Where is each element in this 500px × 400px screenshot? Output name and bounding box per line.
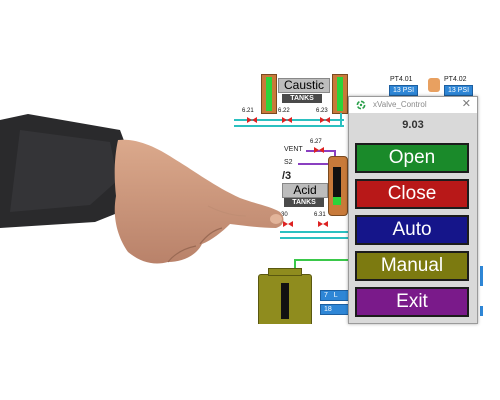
valve-6-31[interactable] bbox=[318, 220, 328, 228]
pipe bbox=[280, 231, 350, 233]
valve-6-21[interactable] bbox=[247, 116, 257, 124]
close-button-label: Close bbox=[387, 183, 437, 204]
vent-label: VENT bbox=[284, 146, 303, 153]
valve-tag: 6.22 bbox=[278, 108, 290, 114]
pt402-value: 13 PSI bbox=[444, 85, 474, 96]
exit-button-label: Exit bbox=[396, 291, 428, 312]
valve-6-23[interactable] bbox=[320, 116, 330, 124]
valve-tag: 6.31 bbox=[314, 212, 326, 218]
pt401-value: 13 PSI bbox=[389, 85, 419, 96]
valve-tag: 6.27 bbox=[310, 139, 322, 145]
caustic-column-left bbox=[261, 74, 277, 114]
valve-control-window: xValve_Control ✕ 9.03 Open Close Auto Ma… bbox=[348, 96, 478, 324]
valve-tag: 6.23 bbox=[316, 108, 328, 114]
acid-tank-label: Acid bbox=[282, 183, 328, 198]
ratio-label: /3 bbox=[282, 170, 292, 182]
manual-button-label: Manual bbox=[380, 255, 444, 276]
auto-button-label: Auto bbox=[392, 219, 432, 240]
pipe bbox=[234, 125, 344, 127]
level-unit: L bbox=[333, 292, 338, 299]
open-button-label: Open bbox=[388, 147, 436, 168]
exit-button[interactable]: Exit bbox=[355, 287, 469, 317]
pipe bbox=[340, 113, 342, 125]
olive-tank bbox=[258, 274, 312, 324]
hmi-process-diagram: Caustic TANKS PT4.01 13 PSI PT4.02 13 PS… bbox=[228, 66, 500, 324]
gear-refresh-icon bbox=[356, 100, 366, 110]
right-marker bbox=[480, 266, 483, 286]
pipe bbox=[294, 259, 350, 261]
pipe bbox=[298, 163, 336, 165]
pipe bbox=[280, 237, 350, 239]
level-value: 18 bbox=[324, 306, 332, 313]
valve-6-27[interactable] bbox=[314, 146, 324, 154]
acid-tank bbox=[328, 156, 348, 216]
open-button[interactable]: Open bbox=[355, 143, 469, 173]
sleeve bbox=[0, 114, 135, 228]
level-value: 7 bbox=[324, 292, 328, 299]
s2-label: S2 bbox=[284, 159, 293, 166]
caustic-column-right bbox=[332, 74, 348, 114]
window-title: xValve_Control bbox=[373, 100, 427, 109]
transmitter-bulb bbox=[428, 78, 440, 92]
valve-30[interactable] bbox=[283, 220, 293, 228]
caustic-tank-sublabel: TANKS bbox=[282, 94, 322, 103]
valve-6-22[interactable] bbox=[282, 116, 292, 124]
valve-tag: 6.21 bbox=[242, 108, 254, 114]
auto-button[interactable]: Auto bbox=[355, 215, 469, 245]
window-titlebar[interactable]: xValve_Control ✕ bbox=[349, 97, 477, 113]
caustic-tank-label: Caustic bbox=[278, 78, 330, 93]
valve-tag: 30 bbox=[281, 212, 288, 218]
close-button[interactable]: Close bbox=[355, 179, 469, 209]
pt402-tag: PT4.02 bbox=[444, 76, 467, 83]
acid-tank-sublabel: TANKS bbox=[284, 198, 324, 207]
pt401-tag: PT4.01 bbox=[390, 76, 413, 83]
close-icon[interactable]: ✕ bbox=[461, 98, 471, 110]
manual-button[interactable]: Manual bbox=[355, 251, 469, 281]
valve-position-readout: 9.03 bbox=[402, 119, 424, 131]
right-marker bbox=[480, 306, 483, 316]
olive-tank-cap bbox=[268, 268, 302, 276]
